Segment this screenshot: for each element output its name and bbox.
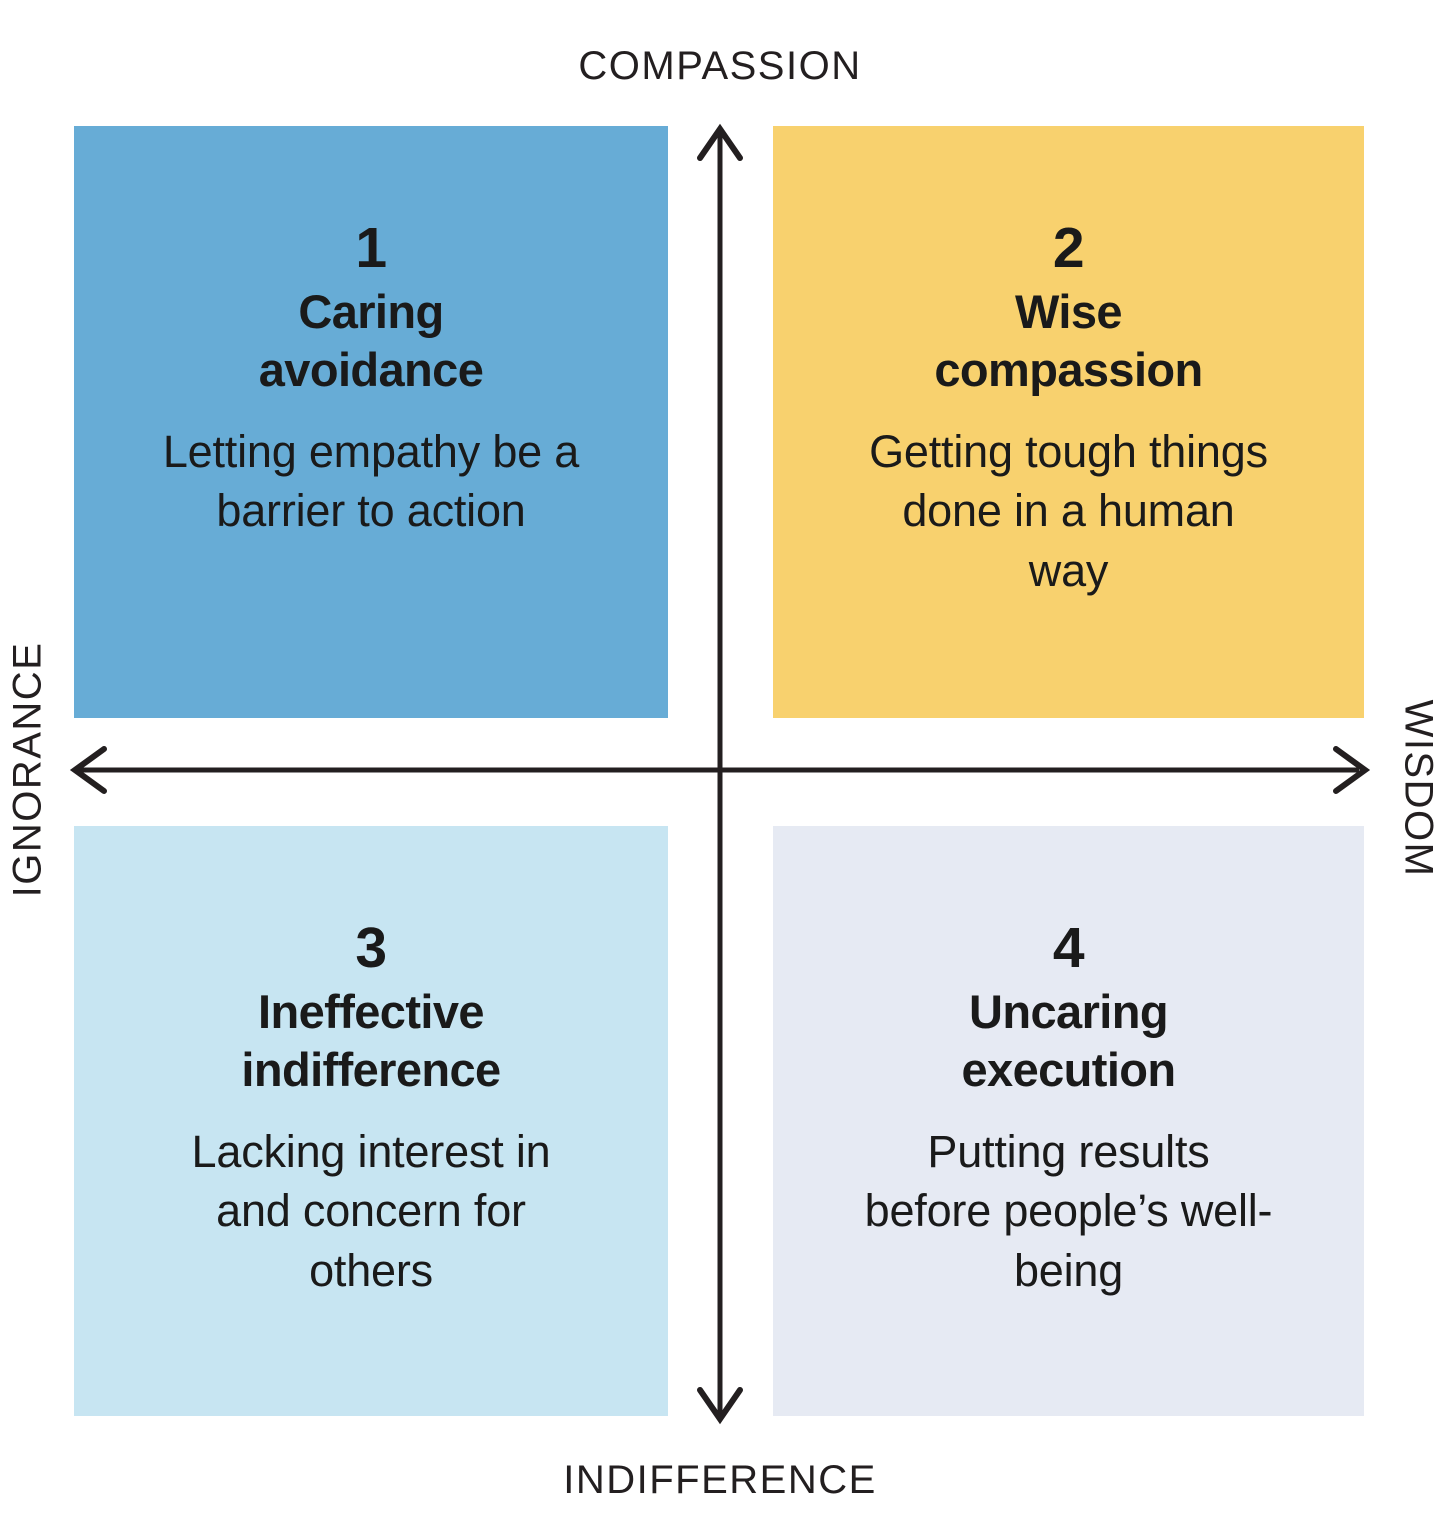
- quadrant-number: 3: [355, 916, 387, 980]
- quadrant-description: Putting results before people’s well-bei…: [864, 1125, 1273, 1297]
- quadrant-title-line2: avoidance: [258, 343, 484, 397]
- axis-label-ignorance: IGNORANCE: [5, 641, 50, 898]
- arrowhead-left-icon: [69, 746, 107, 794]
- quadrant-title-line2: execution: [961, 1043, 1177, 1097]
- quadrant-title-line1: Ineffective: [258, 985, 484, 1038]
- arrowhead-down-icon: [697, 1387, 743, 1425]
- quadrant-title-line2: compassion: [934, 343, 1203, 397]
- axis-label-compassion: COMPASSION: [578, 44, 862, 88]
- quadrant-description: Letting empathy be a barrier to action: [162, 425, 580, 537]
- arrowhead-right-icon: [1333, 746, 1371, 794]
- quadrant-number: 4: [1052, 916, 1085, 980]
- quadrant-title-line2: indifference: [241, 1043, 501, 1097]
- quadrant-description: Lacking interest in and concern for othe…: [191, 1125, 551, 1297]
- quadrant-number: 1: [355, 216, 387, 280]
- arrowhead-up-icon: [697, 123, 743, 161]
- quadrant-title-line1: Caring: [298, 285, 444, 338]
- quadrant-description: Getting tough things done in a human way: [869, 425, 1268, 597]
- axis-label-indifference: INDIFFERENCE: [563, 1458, 877, 1502]
- quadrant-title-line1: Wise: [1015, 285, 1122, 338]
- quadrant-title-line1: Uncaring: [969, 985, 1169, 1038]
- axis-label-wisdom: WISDOM: [1396, 699, 1440, 878]
- quadrant-number: 2: [1052, 216, 1085, 280]
